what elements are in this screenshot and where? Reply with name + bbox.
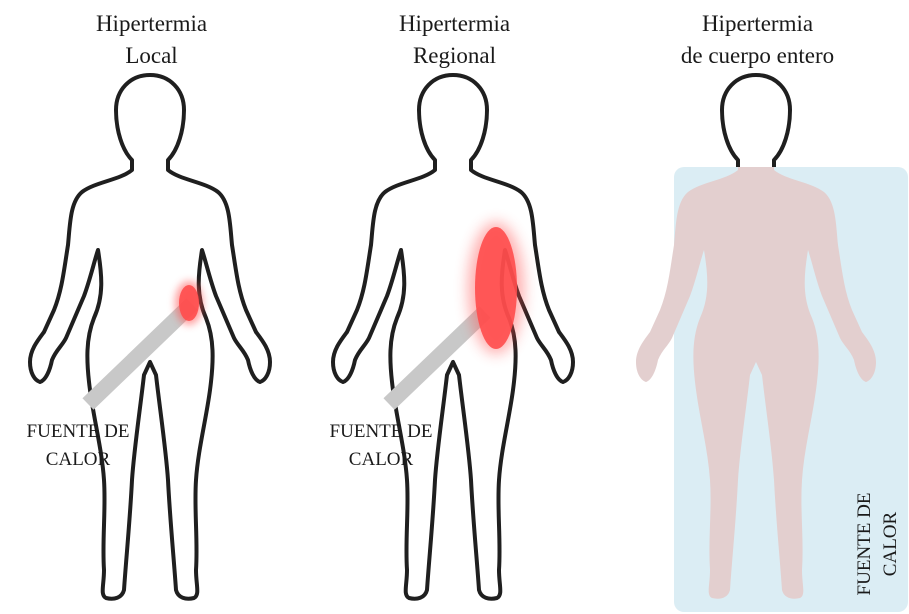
label-line-1: FUENTE DE [8,418,148,446]
body-figure-regional [303,0,606,614]
heat-source-label: FUENTE DE CALOR [311,418,451,474]
heat-source-label: FUENTE DE CALOR [852,474,909,614]
label-line-1: FUENTE DE [852,474,878,614]
heat-source-label: FUENTE DE CALOR [8,418,148,474]
panel-local: Hipertermia Local FUENTE DE CALOR [0,0,303,614]
panel-regional: Hipertermia Regional FUENTE DE CALOR [303,0,606,614]
panel-whole-body: Hipertermia de cuerpo entero FUENTE DE C… [606,0,909,614]
label-line-2: CALOR [8,446,148,474]
heat-region [475,227,517,349]
label-line-2: CALOR [878,474,904,614]
label-line-1: FUENTE DE [311,418,451,446]
heat-spot [179,285,199,321]
body-figure-local [0,0,303,614]
label-line-2: CALOR [311,446,451,474]
